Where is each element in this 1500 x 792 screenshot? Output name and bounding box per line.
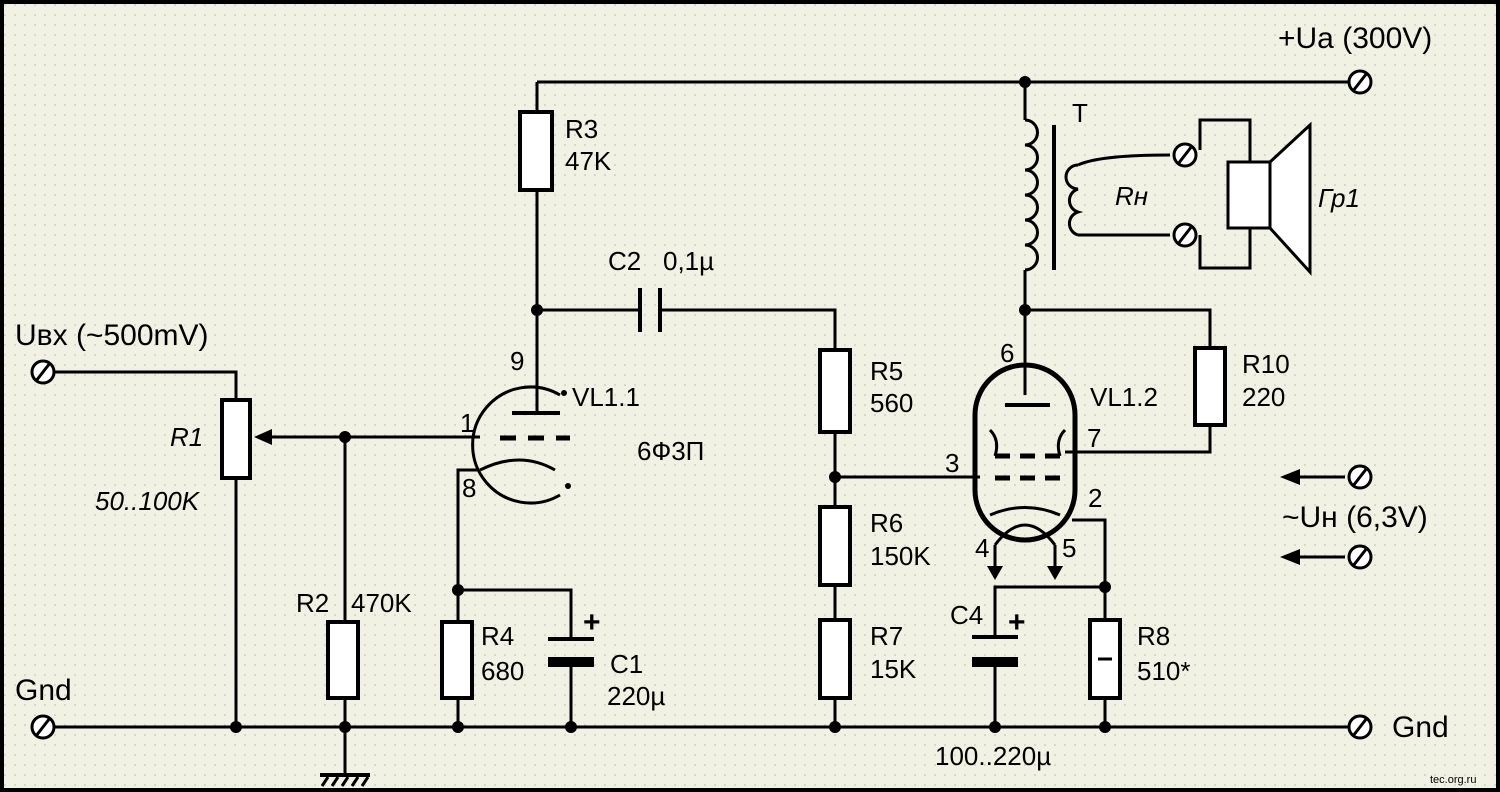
- r3-value: 47K: [565, 146, 612, 176]
- c1-name: C1: [610, 649, 643, 679]
- c2-wire: [537, 308, 837, 350]
- pin-2: 2: [1088, 483, 1102, 513]
- primary-coil: [1024, 118, 1039, 272]
- tube1-label: VL1.1: [572, 382, 640, 412]
- ground-terminal-left: [30, 714, 56, 740]
- text-labels: +Ua (300V) Uвх (~500mV) Gnd Gnd ~Uн (6,3…: [15, 22, 1476, 786]
- tube-vl1-2: [972, 362, 1078, 580]
- c4-name: C4: [950, 600, 983, 630]
- heater-label: ~Uн (6,3V): [1282, 501, 1428, 534]
- r5-name: R5: [870, 356, 903, 386]
- c1-value: 220µ: [607, 681, 665, 711]
- load-terminal-2: [1172, 222, 1198, 248]
- r8-name: R8: [1137, 621, 1170, 651]
- r1-wiper-arrow: [254, 429, 272, 445]
- c2-plates: [638, 288, 662, 332]
- pin-8: 8: [462, 473, 476, 503]
- r4-value: 680: [481, 656, 524, 686]
- r1-name: R1: [170, 422, 203, 452]
- r5-body: [818, 348, 852, 434]
- r5-value: 560: [870, 388, 913, 418]
- c1-wire: [458, 588, 573, 727]
- tube-vl1-1: [471, 385, 571, 505]
- r2-body: [326, 620, 360, 700]
- c2-name: C2: [608, 246, 641, 276]
- r8-value: 510*: [1137, 656, 1191, 686]
- load-label: Rн: [1115, 181, 1148, 211]
- r6-body: [818, 505, 852, 587]
- r10-value: 220: [1242, 382, 1285, 412]
- input-terminal: [30, 359, 56, 385]
- c4-value: 100..220µ: [935, 741, 1051, 771]
- cathode-1: [479, 458, 556, 472]
- watermark: tec.org.ru: [1430, 774, 1476, 786]
- r7-value: 15K: [870, 654, 917, 684]
- heater-terminal-1: [1347, 464, 1373, 490]
- c1-plus: +: [583, 606, 601, 639]
- resistors: [220, 110, 1227, 700]
- supply-label: +Ua (300V): [1278, 22, 1432, 55]
- speaker-wire: [1198, 118, 1252, 270]
- beam-plates: [988, 428, 1067, 457]
- gnd-label-right: Gnd: [1392, 711, 1449, 744]
- speaker-icon: [1226, 121, 1312, 276]
- supply-terminal: [1347, 69, 1373, 95]
- pin-3: 3: [945, 448, 959, 478]
- transformer-label: T: [1072, 98, 1088, 128]
- c4-wire: [993, 585, 1105, 727]
- c1-plate-bottom: [548, 657, 594, 667]
- r6-name: R6: [870, 508, 903, 538]
- r10-name: R10: [1242, 349, 1290, 379]
- r1-value: 50..100K: [95, 486, 201, 516]
- secondary-wire: [1077, 153, 1171, 237]
- ground-symbol: [320, 773, 370, 787]
- r10-wire: [1025, 308, 1212, 454]
- r3-name: R3: [565, 114, 598, 144]
- tube2-label: VL1.2: [1090, 382, 1158, 412]
- cathode-2: [989, 506, 1061, 517]
- terminals: [30, 69, 1373, 740]
- r10-body: [1193, 346, 1227, 427]
- ground-terminal-right: [1347, 714, 1373, 740]
- pin-7: 7: [1087, 423, 1101, 453]
- input-wire: [43, 370, 238, 400]
- pin-9: 9: [510, 346, 524, 376]
- load-terminal-1: [1172, 142, 1198, 168]
- secondary-coil: [1064, 163, 1084, 237]
- c2-value: 0,1µ: [663, 246, 714, 276]
- pin-6: 6: [1000, 338, 1014, 368]
- pin-5: 5: [1062, 533, 1076, 563]
- heater-terminal-2: [1347, 544, 1373, 570]
- pin-4: 4: [975, 533, 989, 563]
- r4-name: R4: [481, 621, 514, 651]
- r7-body: [818, 618, 852, 700]
- input-label: Uвх (~500mV): [15, 319, 209, 352]
- r2-value: 470K: [351, 588, 412, 618]
- r1-body: [220, 398, 252, 480]
- r7-name: R7: [870, 621, 903, 651]
- dot-grid: [4, 4, 1496, 788]
- c4-plus: +: [1008, 606, 1026, 639]
- pin-1: 1: [460, 408, 474, 438]
- r2-name: R2: [296, 588, 329, 618]
- heater-2: [993, 523, 1057, 546]
- r6-value: 150K: [870, 541, 931, 571]
- r3-body: [518, 110, 554, 192]
- heater-arrows: [1280, 469, 1345, 565]
- speaker-label: Гр1: [1318, 183, 1360, 213]
- tube-type-label: 6Ф3П: [637, 436, 704, 466]
- capacitors: [548, 288, 1018, 667]
- gnd-label-left: Gnd: [15, 674, 72, 707]
- transformer: [1024, 118, 1084, 272]
- c4-plate-bottom: [972, 657, 1018, 667]
- r4-body: [440, 620, 474, 700]
- junction-dots: [230, 76, 1111, 733]
